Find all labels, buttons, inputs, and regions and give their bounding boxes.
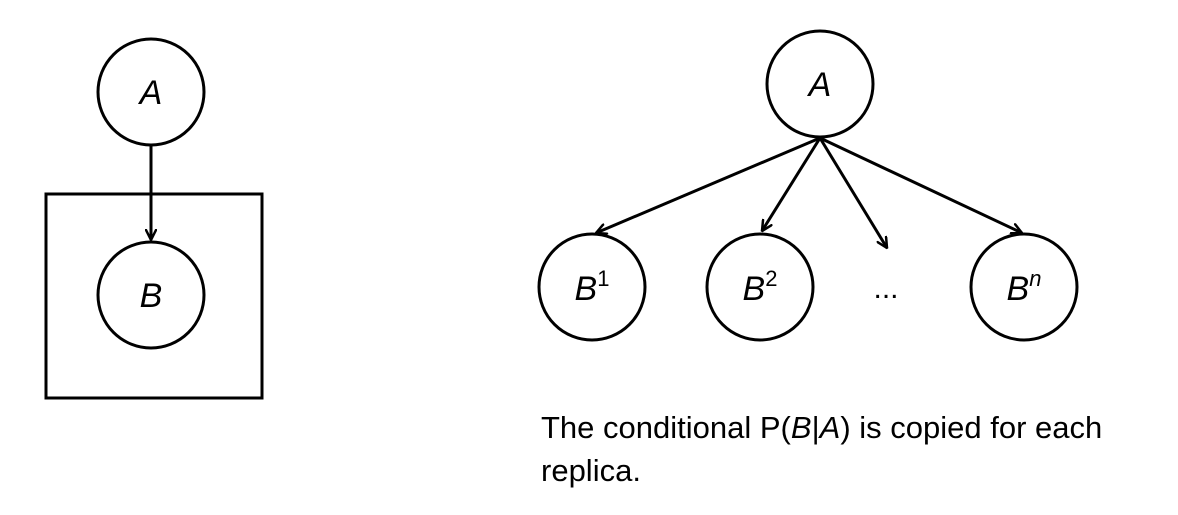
- node-b2-label: B2: [743, 266, 778, 308]
- plate-box: [44, 192, 264, 400]
- node-b-plate-label: B: [140, 277, 163, 315]
- caption-var-b: B: [790, 410, 812, 445]
- ellipsis-label: ...: [873, 272, 898, 305]
- unrolled-model: A B1 B2 ... Bn: [537, 29, 1079, 342]
- node-b1-label: B1: [575, 266, 610, 308]
- node-b2: [705, 232, 815, 342]
- node-b1: [537, 232, 647, 342]
- caption-separator: |: [811, 410, 820, 445]
- node-bn-label: Bn: [1007, 266, 1042, 308]
- edge-a-to-b2: [760, 137, 822, 231]
- node-a-unrolled-label: A: [807, 66, 832, 104]
- caption-var-a: A: [819, 410, 841, 445]
- edge-a-to-ellipsis: [818, 137, 889, 248]
- plate-model: A B: [44, 37, 264, 400]
- caption: The conditional P(B|A) is copied for eac…: [541, 406, 1161, 492]
- node-a-unrolled: [765, 29, 875, 139]
- edge-a-to-b1: [596, 136, 821, 233]
- node-bn: [969, 232, 1079, 342]
- edge-a-to-bn: [819, 136, 1022, 233]
- node-a-plate-label: A: [138, 74, 163, 112]
- caption-text-before: The conditional P(: [541, 410, 791, 445]
- node-a-plate: [96, 37, 206, 147]
- node-b-plate: [96, 240, 206, 350]
- caption-text-after: ) is copied for each replica.: [541, 410, 1103, 488]
